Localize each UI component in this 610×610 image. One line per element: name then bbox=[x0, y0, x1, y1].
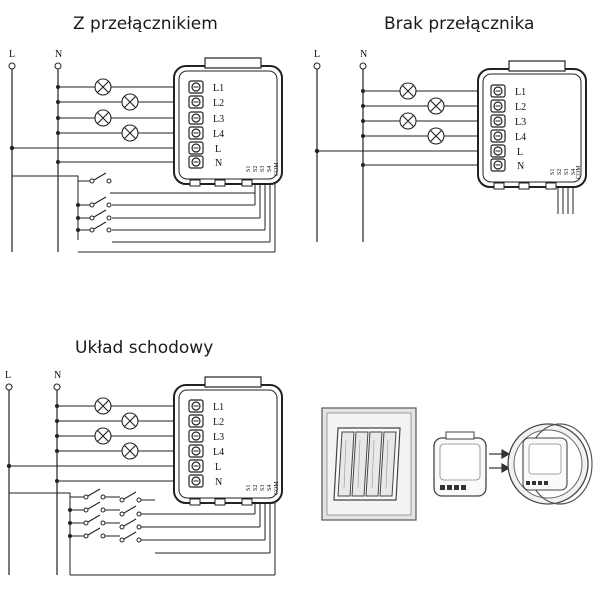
diagram-no-switch: L N bbox=[313, 49, 587, 242]
svg-text:COM: COM bbox=[274, 481, 280, 495]
svg-text:L1: L1 bbox=[515, 87, 526, 98]
title-staircase: Układ schodowy bbox=[75, 338, 214, 358]
wall-box-icon bbox=[507, 423, 593, 505]
svg-text:S2: S2 bbox=[557, 169, 563, 175]
lamp-icon bbox=[94, 109, 112, 127]
live-label: L bbox=[314, 49, 320, 60]
live-label: L bbox=[9, 49, 15, 60]
lamp-icon bbox=[121, 442, 139, 460]
lamp-icon bbox=[121, 93, 139, 111]
svg-text:L2: L2 bbox=[213, 417, 224, 428]
svg-text:L3: L3 bbox=[213, 114, 224, 125]
svg-text:N: N bbox=[215, 477, 222, 488]
svg-text:S4: S4 bbox=[267, 166, 273, 172]
lamp-icon bbox=[399, 82, 417, 100]
svg-text:S3: S3 bbox=[260, 166, 266, 172]
svg-text:N: N bbox=[517, 161, 524, 172]
svg-text:L: L bbox=[517, 147, 523, 158]
neutral-label: N bbox=[54, 370, 61, 381]
svg-text:L4: L4 bbox=[515, 132, 526, 143]
title-with-switch: Z przełącznikiem bbox=[73, 14, 218, 34]
installation-illustration bbox=[321, 407, 593, 521]
neutral-label: N bbox=[360, 49, 367, 60]
title-no-switch: Brak przełącznika bbox=[384, 14, 535, 34]
live-label: L bbox=[5, 370, 11, 381]
svg-text:S4: S4 bbox=[267, 485, 273, 491]
wall-switch-icon bbox=[333, 427, 401, 501]
lamp-icon bbox=[121, 124, 139, 142]
svg-text:L4: L4 bbox=[213, 129, 224, 140]
lamp-icon bbox=[427, 127, 445, 145]
svg-text:L1: L1 bbox=[213, 83, 224, 94]
lamp-icon bbox=[121, 412, 139, 430]
relay-module-icon bbox=[433, 431, 487, 497]
lamp-icon bbox=[94, 427, 112, 445]
svg-text:L2: L2 bbox=[213, 98, 224, 109]
svg-text:L: L bbox=[215, 462, 221, 473]
svg-text:S1: S1 bbox=[550, 169, 556, 175]
svg-text:L2: L2 bbox=[515, 102, 526, 113]
svg-text:S3: S3 bbox=[564, 169, 570, 175]
diagram-with-switch: L N bbox=[8, 49, 283, 253]
svg-text:S2: S2 bbox=[253, 485, 259, 491]
svg-text:COM: COM bbox=[274, 162, 280, 176]
svg-text:S1: S1 bbox=[246, 485, 252, 491]
svg-text:L3: L3 bbox=[515, 117, 526, 128]
lamp-icon bbox=[94, 78, 112, 96]
svg-text:COM: COM bbox=[576, 165, 582, 179]
lamp-icon bbox=[427, 97, 445, 115]
relay-module: L1 L2 L3 L4 L N S1 S2 S3 S4 COM bbox=[173, 376, 283, 506]
svg-text:L: L bbox=[215, 144, 221, 155]
svg-text:L4: L4 bbox=[213, 447, 224, 458]
arrow-icon bbox=[489, 448, 511, 474]
svg-text:S2: S2 bbox=[253, 166, 259, 172]
svg-text:N: N bbox=[215, 158, 222, 169]
lamp-icon bbox=[94, 397, 112, 415]
svg-text:S3: S3 bbox=[260, 485, 266, 491]
relay-module: L1 L2 L3 L4 L N S1 S2 S3 S4 COM bbox=[477, 60, 587, 190]
svg-text:S4: S4 bbox=[571, 169, 577, 175]
diagram-staircase: L N bbox=[5, 370, 283, 576]
neutral-label: N bbox=[55, 49, 62, 60]
svg-text:S1: S1 bbox=[246, 166, 252, 172]
lamp-icon bbox=[399, 112, 417, 130]
relay-module: L1 L2 L3 L4 L N S1 S2 S3 S4 COM bbox=[173, 57, 283, 187]
svg-text:L3: L3 bbox=[213, 432, 224, 443]
svg-text:L1: L1 bbox=[213, 402, 224, 413]
